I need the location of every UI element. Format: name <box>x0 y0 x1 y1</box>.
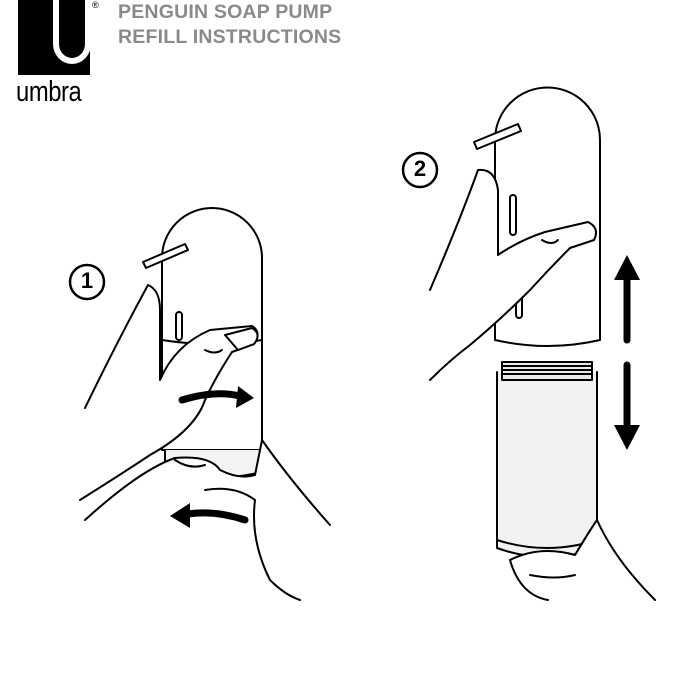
brand-name: umbra <box>16 76 82 108</box>
step-2-jar <box>496 361 598 558</box>
step-2-number: 2 <box>413 156 427 181</box>
title-line-1: PENGUIN SOAP PUMP <box>118 1 333 23</box>
title-line-2: REFILL INSTRUCTIONS <box>118 26 342 48</box>
step-1-lower-hand <box>84 439 331 601</box>
rotate-arrow-upper <box>178 390 244 404</box>
step-2-lower-hand <box>509 519 656 601</box>
registered-mark: ® <box>92 0 99 10</box>
step-1-number: 1 <box>80 268 94 293</box>
umbra-logo-mark <box>18 0 91 75</box>
rotate-arrow-lower <box>184 509 249 524</box>
step-2-upper-hand <box>429 168 597 381</box>
step-1-badge <box>68 263 106 301</box>
u-logo-icon <box>53 0 91 64</box>
step-2-badge <box>401 151 439 189</box>
